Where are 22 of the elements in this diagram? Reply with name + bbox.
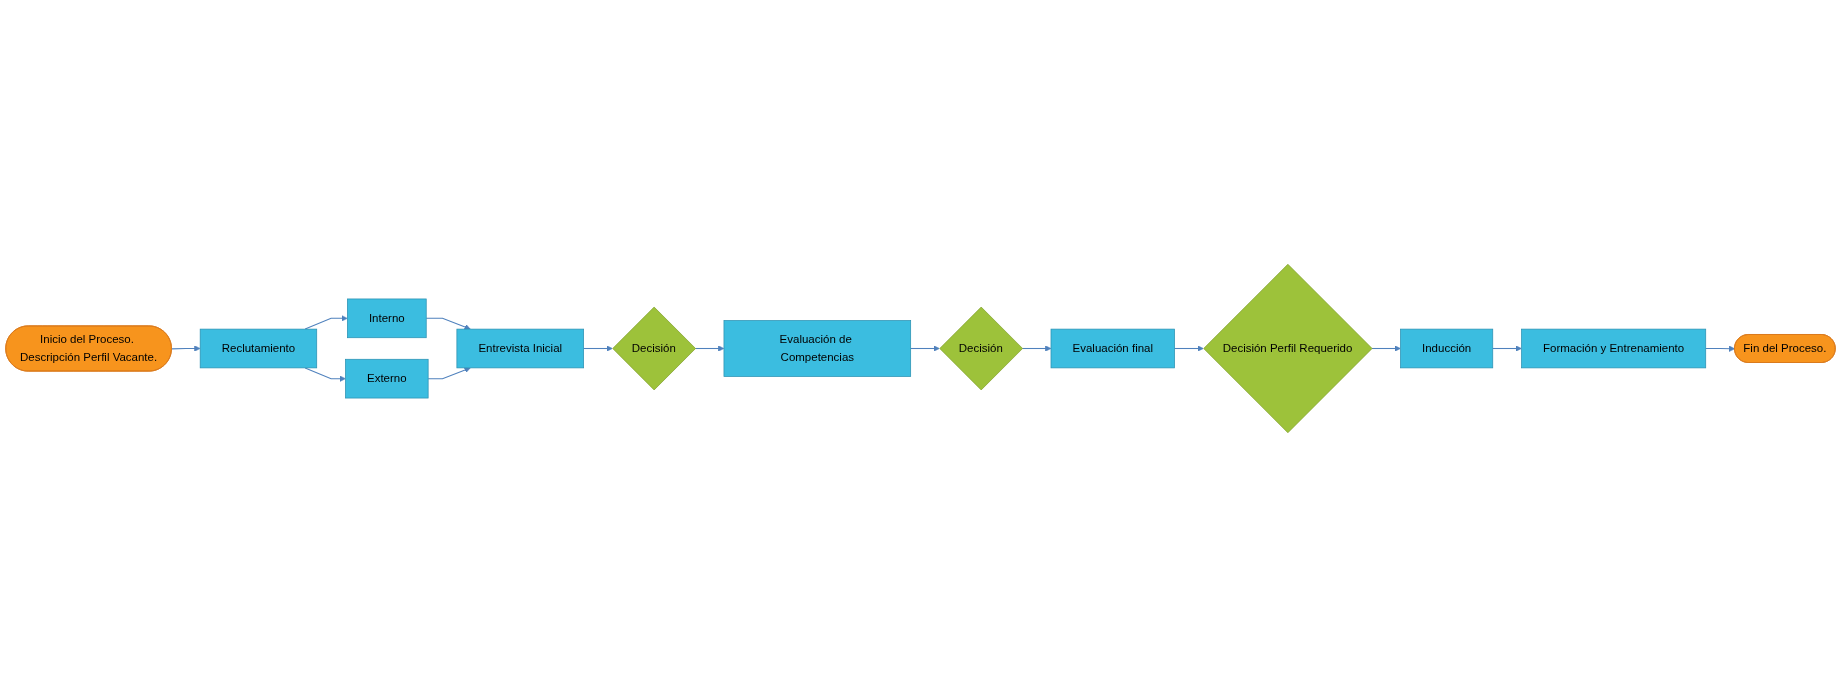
arrow <box>425 317 471 330</box>
arrow <box>910 345 940 352</box>
node-box: Evaluación final <box>1050 328 1175 369</box>
node-box: Entrevista Inicial <box>456 328 584 369</box>
node-diamond: Decisión Perfil Requerido <box>1203 263 1373 434</box>
node-box: Interno <box>347 298 427 339</box>
arrow <box>171 345 201 352</box>
node-diamond: Decisión <box>612 306 696 391</box>
node-box: Inducción <box>1400 328 1494 369</box>
arrow <box>427 367 471 380</box>
node-box: Reclutamiento <box>199 328 318 369</box>
arrow <box>1174 345 1204 352</box>
node-box: Evaluación de Competencias <box>723 320 912 377</box>
arrow <box>694 345 725 352</box>
arrow <box>1021 345 1052 352</box>
node-box: Externo <box>345 358 429 399</box>
arrow <box>1705 345 1736 352</box>
node-diamond: Decisión <box>939 306 1023 391</box>
arrow <box>583 345 613 352</box>
arrow <box>1492 345 1522 352</box>
node-box: Formación y Entrenamiento <box>1521 328 1707 369</box>
arrow <box>1371 345 1401 352</box>
